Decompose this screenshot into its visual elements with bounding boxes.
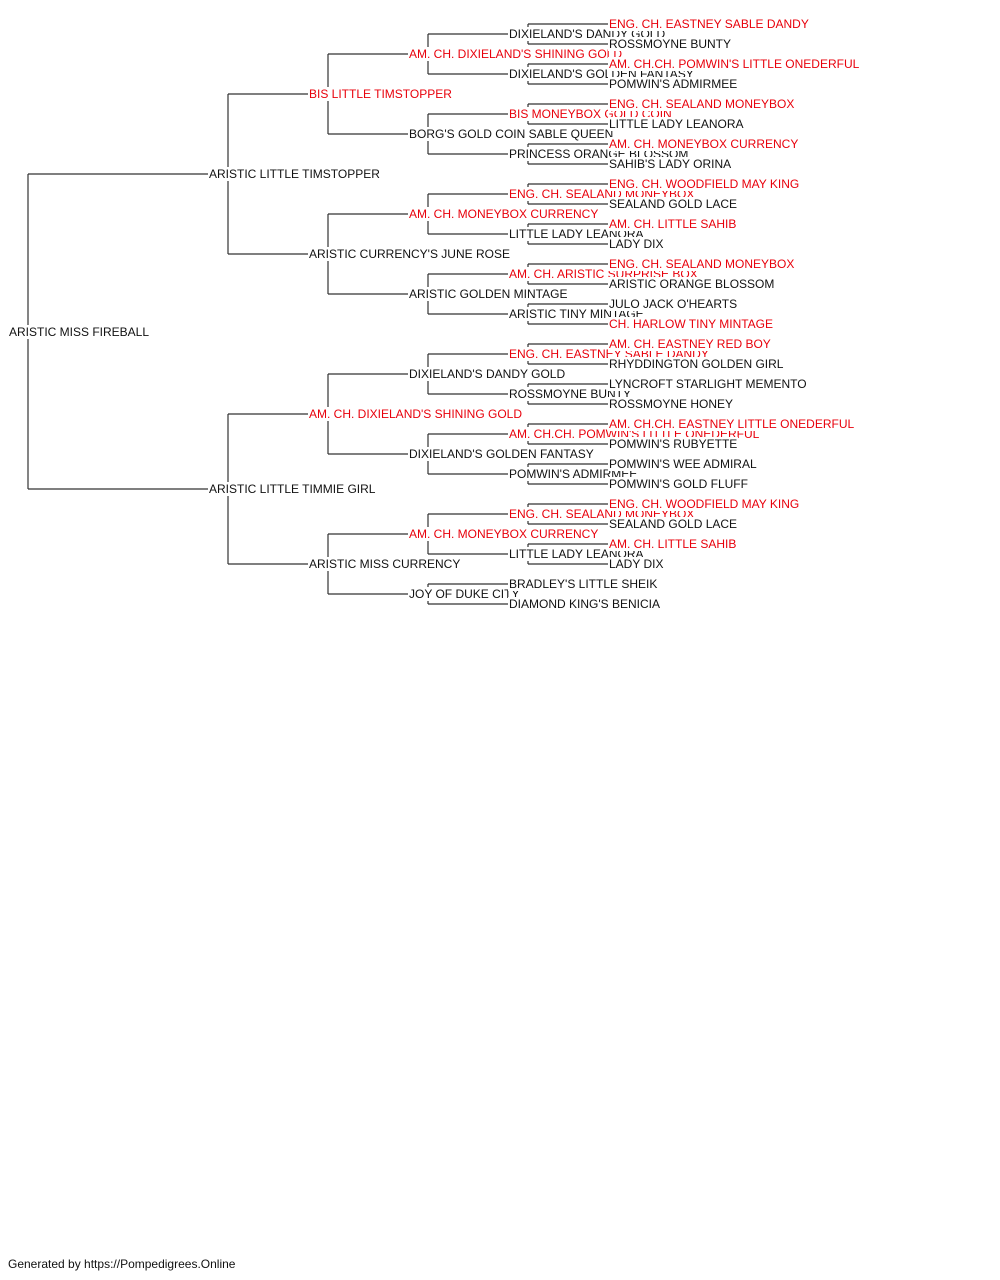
ancestor-name: POMWIN'S WEE ADMIRAL	[608, 457, 758, 471]
generated-by-footer: Generated by https://Pompedigrees.Online	[8, 1257, 236, 1271]
ancestor-name: ARISTIC ORANGE BLOSSOM	[608, 277, 776, 291]
ancestor-name: ENG. CH. SEALAND MONEYBOX	[608, 257, 796, 271]
ancestor-name: ENG. CH. WOODFIELD MAY KING	[608, 497, 801, 511]
ancestor-name: SEALAND GOLD LACE	[608, 517, 739, 531]
ancestor-name: ARISTIC MISS CURRENCY	[308, 557, 462, 571]
ancestor-name: ENG. CH. WOODFIELD MAY KING	[608, 177, 801, 191]
ancestor-name: LADY DIX	[608, 557, 665, 571]
ancestor-name: JOY OF DUKE CITY	[408, 587, 521, 601]
ancestor-name: CH. HARLOW TINY MINTAGE	[608, 317, 775, 331]
ancestor-name: ARISTIC CURRENCY'S JUNE ROSE	[308, 247, 511, 261]
ancestor-name: AM. CH.CH. EASTNEY LITTLE ONEDERFUL	[608, 417, 856, 431]
ancestor-name: DIAMOND KING'S BENICIA	[508, 597, 661, 611]
ancestor-name: AM. CH. LITTLE SAHIB	[608, 217, 738, 231]
ancestor-name: SAHIB'S LADY ORINA	[608, 157, 733, 171]
ancestor-name: AM. CH. MONEYBOX CURRENCY	[408, 527, 600, 541]
ancestor-name: POMWIN'S GOLD FLUFF	[608, 477, 749, 491]
ancestor-name: AM. CH.CH. POMWIN'S LITTLE ONEDERFUL	[608, 57, 861, 71]
ancestor-name: BIS LITTLE TIMSTOPPER	[308, 87, 453, 101]
ancestor-name: BORG'S GOLD COIN SABLE QUEEN	[408, 127, 615, 141]
ancestor-name: AM. CH. DIXIELAND'S SHINING GOLD	[308, 407, 523, 421]
ancestor-name: ENG. CH. EASTNEY SABLE DANDY	[608, 17, 810, 31]
ancestor-name: LADY DIX	[608, 237, 665, 251]
ancestor-name: LYNCROFT STARLIGHT MEMENTO	[608, 377, 808, 391]
ancestor-name: AM. CH. MONEYBOX CURRENCY	[408, 207, 600, 221]
ancestor-name: ROSSMOYNE HONEY	[608, 397, 735, 411]
ancestor-name: AM. CH. LITTLE SAHIB	[608, 537, 738, 551]
ancestor-name: AM. CH. EASTNEY RED BOY	[608, 337, 772, 351]
ancestor-name: POMWIN'S ADMIRMEE	[608, 77, 739, 91]
ancestor-name: POMWIN'S RUBYETTE	[608, 437, 739, 451]
ancestor-name: DIXIELAND'S GOLDEN FANTASY	[408, 447, 595, 461]
ancestor-name: DIXIELAND'S DANDY GOLD	[408, 367, 567, 381]
ancestor-name: BRADLEY'S LITTLE SHEIK	[508, 577, 659, 591]
ancestor-name: ROSSMOYNE BUNTY	[608, 37, 733, 51]
ancestor-name: ENG. CH. SEALAND MONEYBOX	[608, 97, 796, 111]
subject-dog-name: ARISTIC MISS FIREBALL	[8, 325, 151, 339]
ancestor-name: LITTLE LADY LEANORA	[608, 117, 745, 131]
ancestor-name: ARISTIC LITTLE TIMMIE GIRL	[208, 482, 377, 496]
ancestor-name: ARISTIC GOLDEN MINTAGE	[408, 287, 569, 301]
ancestor-name: JULO JACK O'HEARTS	[608, 297, 739, 311]
ancestor-name: ROSSMOYNE BUNTY	[508, 387, 633, 401]
ancestor-name: POMWIN'S ADMIRMEE	[508, 467, 639, 481]
ancestor-name: ARISTIC LITTLE TIMSTOPPER	[208, 167, 381, 181]
ancestor-name: RHYDDINGTON GOLDEN GIRL	[608, 357, 785, 371]
ancestor-name: AM. CH. DIXIELAND'S SHINING GOLD	[408, 47, 623, 61]
ancestor-name: SEALAND GOLD LACE	[608, 197, 739, 211]
ancestor-name: AM. CH. MONEYBOX CURRENCY	[608, 137, 800, 151]
